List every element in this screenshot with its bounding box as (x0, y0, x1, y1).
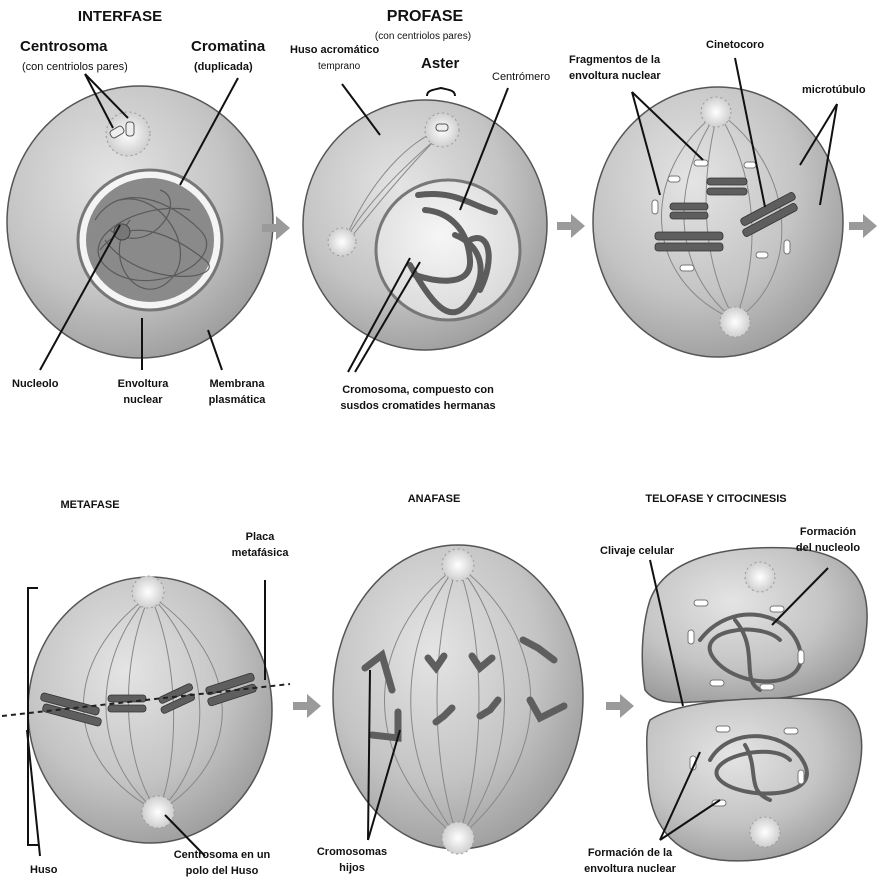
label-cromatina-sub: (duplicada) (194, 60, 253, 74)
stage-title-telofase: TELOFASE Y CITOCINESIS (645, 492, 786, 506)
label-formacion-nucleolo-2: del nucleolo (796, 541, 860, 555)
label-envoltura-1: Envoltura (118, 377, 169, 391)
label-fragmentos-2: envoltura nuclear (569, 69, 661, 83)
metafase-cell (2, 576, 290, 843)
label-membrana-2: plasmática (209, 393, 266, 407)
label-clivaje: Clivaje celular (600, 544, 674, 558)
label-microtubulo: microtúbulo (802, 83, 866, 97)
label-cromosomas-hijos-2: hijos (339, 861, 365, 875)
interfase-cell (7, 86, 273, 358)
stage-title-anafase: ANAFASE (408, 492, 461, 506)
label-huso: Huso (30, 863, 58, 877)
profase-subtitle: (con centriolos pares) (375, 30, 471, 44)
arrow-icon (606, 694, 634, 718)
stage-title-profase: PROFASE (387, 10, 463, 24)
label-cromosomas-hijos-1: Cromosomas (317, 845, 387, 859)
label-formacion-nucleolo-1: Formación (800, 525, 856, 539)
stage-title-metafase: METAFASE (60, 498, 119, 512)
label-centrosoma-polo-2: polo del Huso (186, 864, 259, 878)
label-huso-acromatico-1: Huso acromático (290, 43, 379, 57)
label-cromosoma-1: Cromosoma, compuesto con (342, 383, 494, 397)
label-cromatina: Cromatina (191, 40, 265, 54)
label-centrosoma-sub: (con centriolos pares) (22, 60, 128, 74)
label-cromosoma-2: susdos cromatides hermanas (340, 399, 495, 413)
label-formacion-envoltura-2: envoltura nuclear (584, 862, 676, 876)
label-membrana-1: Membrana (209, 377, 264, 391)
prometafase-cell (593, 87, 843, 357)
arrow-icon (849, 214, 877, 238)
label-fragmentos-1: Fragmentos de la (569, 53, 660, 67)
label-centrosoma: Centrosoma (20, 40, 108, 54)
stage-title-interfase: INTERFASE (78, 10, 162, 24)
label-centrosoma-polo-1: Centrosoma en un (174, 848, 271, 862)
label-envoltura-2: nuclear (123, 393, 162, 407)
label-centromero: Centrómero (492, 70, 550, 84)
telofase-cells (642, 548, 867, 861)
label-aster: Aster (421, 57, 459, 71)
arrow-icon (557, 214, 585, 238)
label-placa-2: metafásica (232, 546, 289, 560)
label-placa-1: Placa (246, 530, 275, 544)
arrow-icon (293, 694, 321, 718)
label-nucleolo: Nucleolo (12, 377, 58, 391)
label-huso-acromatico-2: temprano (318, 60, 360, 74)
label-formacion-envoltura-1: Formación de la (588, 846, 672, 860)
label-cinetocoro: Cinetocoro (706, 38, 764, 52)
profase-cell (303, 100, 547, 350)
